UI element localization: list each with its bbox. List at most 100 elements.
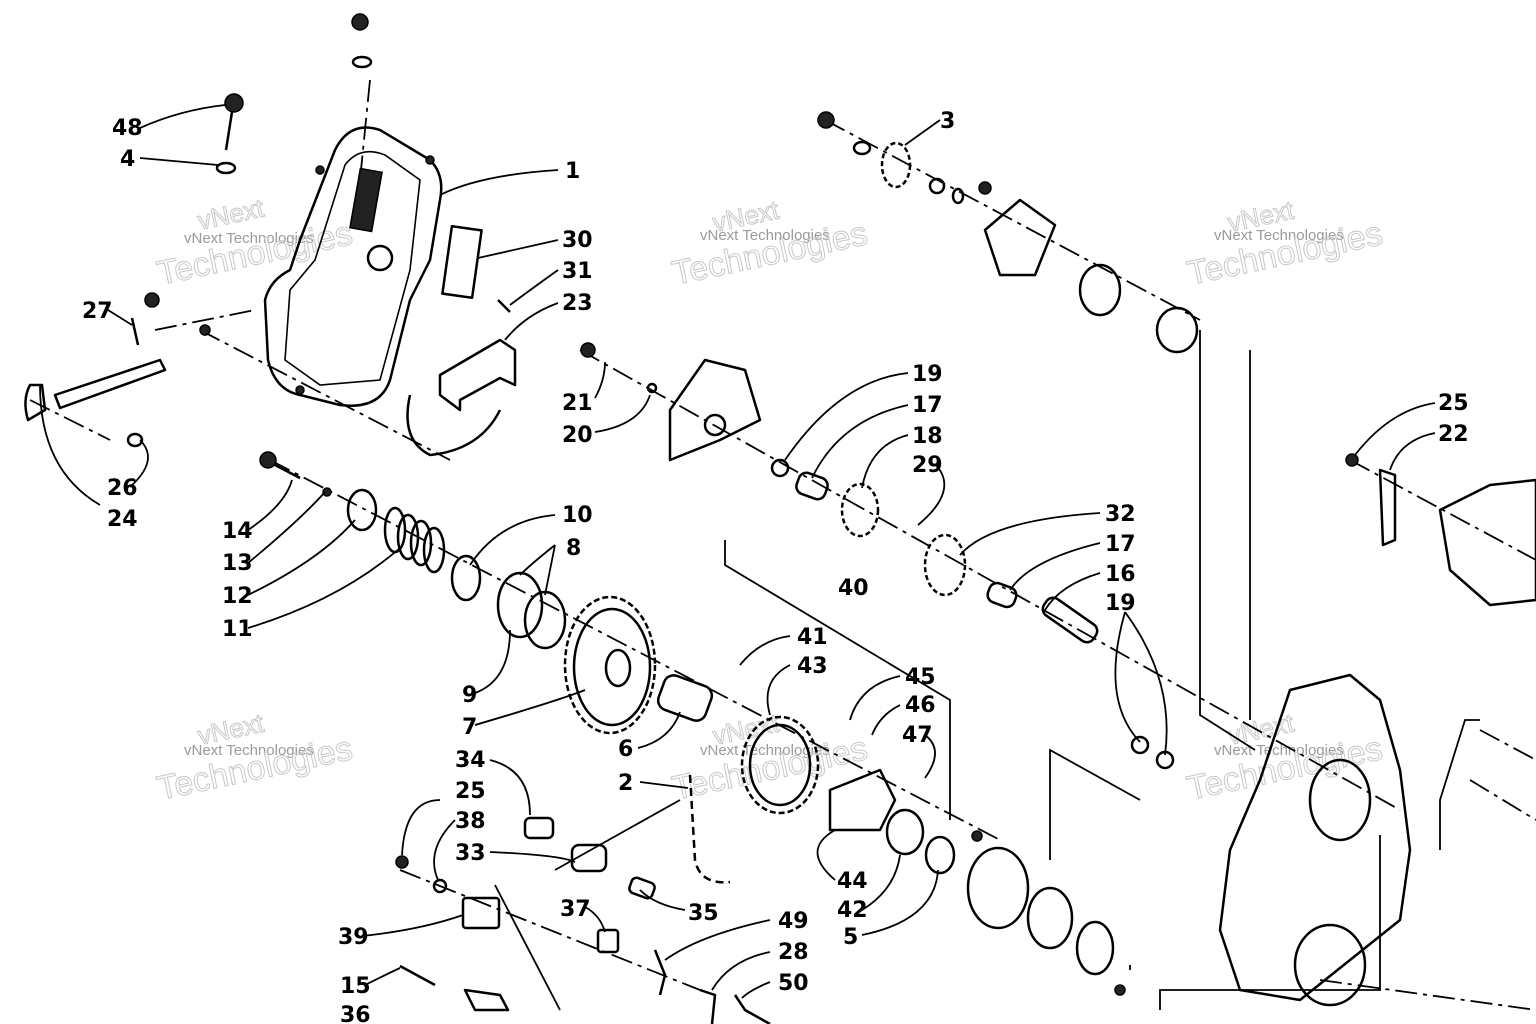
washer-small — [322, 487, 332, 497]
washer-19 — [770, 458, 790, 478]
group-bracket — [494, 884, 561, 1011]
watermark-text: vNext Technologies — [184, 742, 314, 759]
bearing — [1026, 886, 1074, 950]
callout-24: 24 — [107, 507, 138, 532]
axis-line — [399, 869, 701, 991]
leader-2 — [639, 781, 689, 789]
nut — [199, 324, 211, 336]
callout-numbers: 48 4 1 30 31 23 27 26 24 14 13 12 11 10 … — [82, 109, 1469, 1024]
bearing-flange — [983, 198, 1057, 277]
callout-29: 29 — [912, 453, 943, 478]
leader-34 — [489, 759, 531, 816]
leader-8b — [544, 544, 556, 596]
group-bracket — [1049, 748, 1141, 860]
bearing-17b — [986, 581, 1018, 609]
e-clip — [126, 432, 144, 448]
callout-42: 42 — [837, 898, 868, 923]
callout-5: 5 — [843, 925, 858, 950]
callout-30: 30 — [562, 228, 593, 253]
chaincase-cover — [263, 126, 443, 407]
leader-27 — [107, 309, 133, 326]
inspection-plate — [441, 224, 483, 300]
leader-33 — [489, 851, 576, 863]
leader-20 — [594, 394, 651, 433]
snap-ring — [450, 554, 482, 602]
fitting-37 — [596, 928, 620, 954]
bolt-15 — [399, 964, 436, 987]
callout-27: 27 — [82, 299, 113, 324]
leader-19a — [784, 372, 909, 461]
callout-41: 41 — [797, 625, 828, 650]
spring-cup — [346, 488, 378, 532]
leader-19b2 — [1124, 611, 1168, 756]
brake-shaft — [53, 358, 167, 410]
screw-head — [351, 13, 369, 31]
callout-22: 22 — [1438, 422, 1469, 447]
spring-49 — [653, 949, 667, 996]
bolt-head — [580, 342, 596, 358]
leader-32 — [959, 512, 1101, 556]
leader-23 — [504, 302, 559, 341]
watermark-text: vNext Technologies — [700, 742, 830, 759]
leader-5 — [861, 869, 939, 936]
idler-sprocket-32 — [923, 533, 967, 597]
callout-8: 8 — [566, 536, 581, 561]
watermark-left-top: vNext vNext Technologies Technologies — [153, 192, 356, 293]
callout-25: 25 — [1438, 391, 1469, 416]
watermark-right-top: vNext vNext Technologies Technologies — [1183, 194, 1386, 293]
roll-pin — [130, 317, 140, 346]
leader-45 — [849, 675, 901, 721]
leader-14 — [247, 479, 293, 531]
axis-line — [359, 79, 371, 181]
leader-15 — [364, 967, 401, 986]
dipstick — [215, 93, 244, 175]
leader-11 — [247, 547, 401, 629]
bushing-34 — [523, 816, 555, 840]
spacer — [928, 177, 946, 195]
callout-48: 48 — [112, 116, 143, 141]
leader-44 — [816, 829, 836, 881]
watermark-left-bottom: vNext vNext Technologies Technologies — [153, 707, 356, 808]
cover-inner-rim — [284, 150, 421, 386]
axis-line — [1479, 729, 1536, 761]
dipstick-rod — [224, 111, 234, 151]
callout-34: 34 — [455, 748, 486, 773]
leader-35 — [639, 889, 686, 911]
tensioner-bracket — [668, 358, 762, 462]
leader-10 — [469, 514, 556, 566]
callout-15: 15 — [340, 974, 371, 999]
leader-7 — [474, 689, 586, 726]
watermark-text: vNext Technologies — [184, 230, 314, 247]
leader-25a — [1354, 402, 1436, 456]
bearing-cup — [1078, 263, 1122, 317]
watermark-right-bottom: vNext vNext Technologies Technologies — [1183, 707, 1386, 808]
callout-37: 37 — [560, 897, 591, 922]
callout-12: 12 — [222, 584, 253, 609]
o-ring — [215, 161, 237, 175]
washer — [852, 140, 872, 156]
callout-40: 40 — [838, 576, 869, 601]
callout-4: 4 — [120, 147, 135, 172]
callout-19: 19 — [912, 362, 943, 387]
brake-housing — [1438, 478, 1536, 607]
dipstick-cap — [224, 93, 244, 113]
leader-48 — [139, 104, 226, 129]
axis-line — [29, 399, 111, 441]
group-bracket — [554, 799, 681, 871]
callout-10: 10 — [562, 503, 593, 528]
bolt — [144, 292, 160, 308]
watermark-center-top: vNext vNext Technologies Technologies — [668, 194, 871, 293]
leader-24 — [39, 384, 101, 506]
lever-22 — [1378, 468, 1397, 547]
washer-5 — [924, 835, 956, 875]
large-sprocket — [563, 595, 657, 735]
drive-chain — [688, 774, 731, 884]
cover-bolt-hole — [295, 385, 305, 395]
leader-17a — [811, 404, 909, 479]
callout-1: 1 — [565, 159, 580, 184]
assembly-axes — [29, 79, 1536, 1011]
watermark-center-bottom: vNext vNext Technologies Technologies — [668, 707, 871, 808]
leader-47 — [924, 734, 936, 779]
callout-9: 9 — [462, 683, 477, 708]
